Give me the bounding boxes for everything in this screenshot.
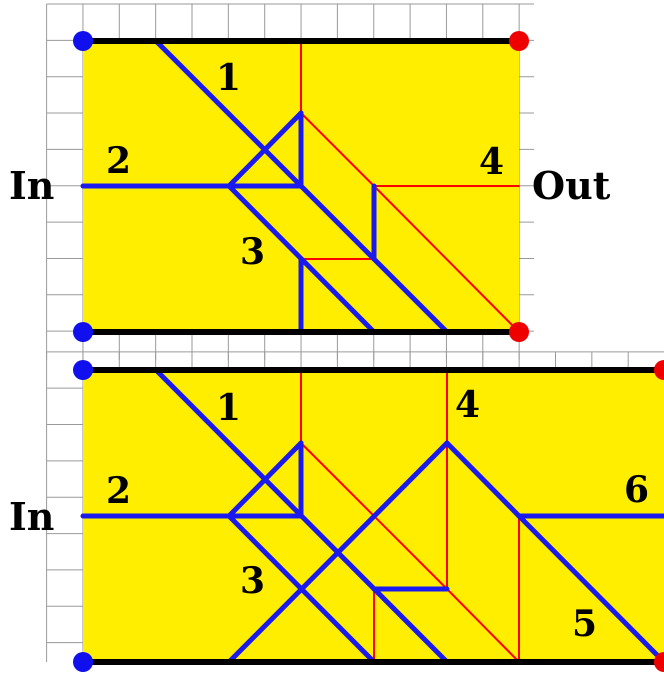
top-left-upper-endpoint (73, 31, 93, 51)
bottom-left-upper-endpoint (73, 360, 93, 380)
bottom-number-3: 3 (240, 560, 265, 602)
top-out-label: Out (532, 163, 611, 208)
top-left-lower-endpoint (73, 322, 93, 342)
top-in-label: In (9, 163, 54, 208)
bottom-number-5: 5 (572, 603, 597, 645)
bottom-right-upper-endpoint (654, 360, 664, 380)
bottom-number-2: 2 (106, 470, 131, 512)
top-number-3: 3 (240, 231, 265, 273)
top-right-lower-endpoint (509, 322, 529, 342)
top-number-1: 1 (216, 57, 241, 99)
top-right-upper-endpoint (509, 31, 529, 51)
bottom-blue-lines (80, 367, 664, 665)
bottom-number-6: 6 (624, 469, 649, 511)
bottom-number-1: 1 (216, 387, 241, 429)
top-blue-lines (80, 38, 450, 335)
bottom-panel: In 1 2 3 4 5 6 (9, 360, 664, 672)
top-number-4: 4 (479, 141, 504, 183)
bottom-in-label: In (9, 494, 54, 539)
bottom-right-lower-endpoint (654, 652, 664, 672)
bottom-number-4: 4 (455, 384, 480, 426)
bottom-left-lower-endpoint (73, 652, 93, 672)
top-number-2: 2 (106, 140, 131, 182)
top-panel: In Out 1 2 3 4 (9, 31, 611, 342)
